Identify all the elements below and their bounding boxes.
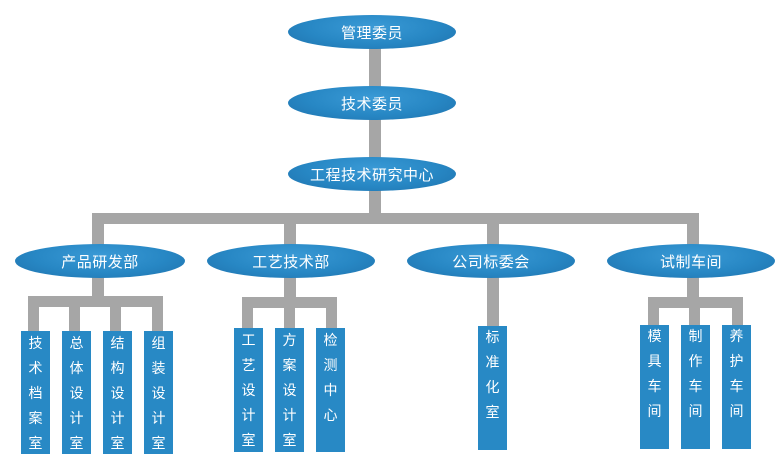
dept-hbar [92,213,699,224]
unit-char: 模 [647,329,662,345]
unit-box: 工艺设计室 [234,328,263,452]
unit-box: 检测中心 [316,328,345,452]
node-engineering-research-center: 工程技术研究中心 [288,157,456,191]
unit-char: 计 [69,411,84,427]
unit-box: 标准化室 [478,326,507,450]
dept-trial-workshop: 试制车间 [607,244,775,278]
g2-drop-3 [326,297,337,329]
node-technical-committee: 技术委员 [288,86,456,120]
unit-char: 技 [28,336,43,352]
unit-char: 车 [647,379,662,395]
unit-char: 车 [729,379,744,395]
unit-char: 设 [241,383,256,399]
unit-char: 车 [688,379,703,395]
g3-down [487,270,499,328]
unit-char: 室 [241,433,256,449]
unit-char: 工 [241,333,256,349]
g1-drop-4 [152,296,163,332]
g1-drop-2 [69,296,80,332]
unit-box: 技术档案室 [21,331,50,454]
unit-char: 室 [282,433,297,449]
unit-char: 艺 [241,358,256,374]
dept-process-tech: 工艺技术部 [207,244,375,278]
unit-char: 计 [241,408,256,424]
unit-char: 测 [323,358,338,374]
dept-standards-committee: 公司标委会 [407,244,575,278]
unit-char: 室 [485,405,500,421]
unit-char: 案 [28,411,43,427]
unit-char: 装 [151,361,166,377]
g4-drop-1 [648,297,659,327]
unit-box: 组装设计室 [144,331,173,454]
unit-box: 方案设计室 [275,328,304,452]
unit-char: 制 [688,329,703,345]
unit-char: 室 [28,436,43,452]
unit-char: 准 [485,355,500,371]
unit-char: 计 [282,408,297,424]
g1-drop-1 [28,296,39,332]
unit-box: 养护车间 [722,325,751,449]
unit-char: 设 [69,386,84,402]
unit-char: 档 [28,386,43,402]
unit-char: 中 [323,383,338,399]
unit-char: 体 [69,361,84,377]
unit-char: 化 [485,380,500,396]
g2-drop-1 [242,297,253,329]
unit-char: 护 [729,354,744,370]
unit-char: 计 [151,411,166,427]
unit-char: 具 [647,354,662,370]
unit-char: 案 [282,358,297,374]
unit-char: 设 [110,386,125,402]
unit-char: 方 [282,333,297,349]
unit-char: 养 [729,329,744,345]
g4-drop-3 [732,297,743,327]
unit-char: 计 [110,411,125,427]
unit-char: 构 [110,361,125,377]
unit-char: 心 [323,408,338,424]
dept-connector-3 [487,213,499,253]
dept-connector-4 [687,213,699,253]
unit-char: 结 [110,336,125,352]
trunk-connector [369,40,381,220]
unit-char: 标 [485,330,500,346]
unit-char: 室 [110,436,125,452]
unit-char: 间 [688,404,703,420]
g1-hbar [28,296,163,307]
unit-char: 间 [647,404,662,420]
unit-char: 组 [151,336,166,352]
dept-product-rd: 产品研发部 [15,244,185,278]
unit-char: 检 [323,333,338,349]
unit-box: 结构设计室 [103,331,132,454]
node-management-committee: 管理委员 [288,15,456,49]
dept-connector-2 [284,213,296,253]
dept-connector-1 [92,213,104,253]
unit-char: 室 [69,436,84,452]
unit-char: 作 [688,354,703,370]
unit-box: 总体设计室 [62,331,91,454]
unit-char: 间 [729,404,744,420]
unit-char: 设 [151,386,166,402]
g2-drop-2 [284,297,295,329]
unit-box: 模具车间 [640,325,669,449]
unit-box: 制作车间 [681,325,710,449]
unit-char: 术 [28,361,43,377]
unit-char: 室 [151,436,166,452]
unit-char: 总 [69,336,84,352]
g4-drop-2 [689,297,700,327]
g1-drop-3 [110,296,121,332]
unit-char: 设 [282,383,297,399]
